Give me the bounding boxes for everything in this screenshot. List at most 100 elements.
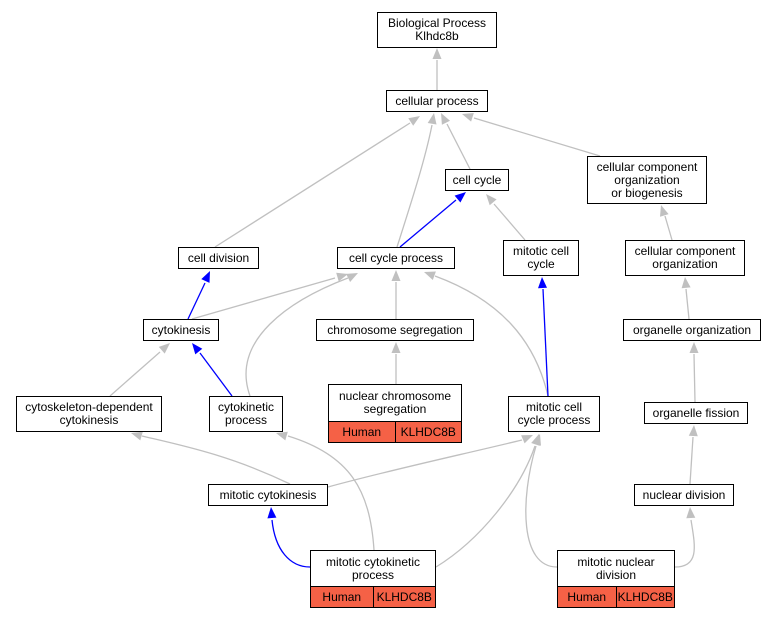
node-nuclear-division[interactable]: nuclear division — [634, 484, 734, 506]
edge-line — [664, 215, 673, 241]
edge-mnd-to-mccp — [525, 434, 558, 568]
node-label: cytokinetic process — [217, 400, 275, 427]
arrowhead — [158, 343, 170, 354]
node-label: nuclear division — [642, 487, 726, 502]
edge-mitotic-cell-cycle-to-cell-cycle — [486, 194, 526, 241]
edge-line — [434, 275, 549, 397]
node-label: cellular process — [395, 93, 479, 108]
arrowhead — [538, 277, 547, 289]
gene-cell: KLHDC8B — [394, 422, 461, 442]
edge-cytokinetic-process-to-cytokinesis — [192, 343, 233, 397]
edge-line — [396, 124, 433, 248]
arrowhead — [681, 277, 691, 289]
node-label: mitotic cell cycle process — [517, 400, 591, 427]
gene-cell: KLHDC8B — [372, 587, 435, 607]
arrowhead — [391, 270, 401, 281]
node-cell-cycle-process[interactable]: cell cycle process — [337, 247, 455, 269]
arrowhead — [336, 272, 348, 282]
edge-line — [214, 122, 411, 248]
arrowhead — [689, 342, 699, 353]
edge-cell-cycle-to-cellular-process — [441, 113, 471, 170]
edge-line — [542, 288, 549, 397]
species-cell: Human — [558, 587, 616, 607]
node-label: cellular component organization or bioge… — [596, 159, 698, 200]
edge-line — [399, 199, 457, 248]
arrowhead — [391, 342, 401, 353]
arrowhead — [427, 113, 437, 125]
node-cellular-process[interactable]: cellular process — [386, 90, 488, 112]
edge-cell-division-to-cellular-process — [214, 116, 420, 248]
arrowhead — [462, 113, 474, 122]
edge-line — [674, 519, 695, 568]
annotation-row: Human KLHDC8B — [311, 586, 435, 607]
node-nuclear-chromosome-segregation[interactable]: nuclear chromosome segregation Human KLH… — [328, 384, 462, 443]
edge-mnd-to-nuclear-division — [674, 507, 696, 568]
node-organelle-organization[interactable]: organelle organization — [623, 319, 761, 341]
arrowhead — [424, 271, 436, 280]
arrowhead — [276, 431, 288, 441]
node-cellular-component-organization[interactable]: cellular component organization — [625, 240, 745, 276]
node-cell-division[interactable]: cell division — [178, 247, 259, 269]
edge-line — [187, 282, 206, 320]
edge-cytokinesis-to-cell-division — [187, 271, 210, 320]
arrowhead — [131, 431, 143, 441]
node-cellular-component-organization-or-biogenesis[interactable]: cellular component organization or bioge… — [587, 156, 707, 204]
arrowhead — [660, 205, 669, 217]
node-label: cellular component organization — [634, 244, 736, 271]
edge-cdc-to-cytokinesis — [109, 343, 170, 397]
arrowhead — [346, 273, 358, 282]
node-label: cell division — [187, 250, 250, 265]
edge-line — [245, 277, 349, 397]
edge-line — [191, 277, 336, 320]
node-cell-cycle[interactable]: cell cycle — [445, 169, 509, 191]
node-label: cytokinesis — [151, 322, 211, 337]
arrowhead — [441, 113, 450, 125]
edge-line — [473, 117, 601, 157]
edge-cell-cycle-process-to-cellular-process — [396, 113, 437, 248]
node-label: organelle fission — [652, 405, 740, 420]
node-cytokinesis[interactable]: cytokinesis — [143, 319, 219, 341]
edge-line — [109, 351, 161, 397]
edge-cellular-process-to-root — [432, 48, 442, 90]
edge-line — [685, 288, 690, 320]
node-mitotic-cytokinetic-process[interactable]: mitotic cytokinetic process Human KLHDC8… — [310, 550, 436, 608]
edge-mitotic-cytokinesis-to-cdc — [131, 431, 291, 485]
arrowhead — [486, 194, 497, 206]
edge-nuclear-division-to-organelle-fission — [688, 425, 698, 485]
edge-cytokinesis-to-cell-cycle-process — [191, 272, 348, 320]
node-cytoskeleton-dependent-cytokinesis[interactable]: cytoskeleton-dependent cytokinesis — [16, 396, 162, 432]
edge-ccob-to-cellular-process — [462, 113, 601, 157]
node-biological-process[interactable]: Biological Process Klhdc8b — [377, 12, 497, 48]
node-label: mitotic cytokinetic process — [325, 554, 421, 582]
gene-cell: KLHDC8B — [615, 587, 674, 607]
species-cell: Human — [311, 587, 373, 607]
edge-line — [446, 123, 471, 170]
node-mitotic-nuclear-division[interactable]: mitotic nuclear division Human KLHDC8B — [557, 550, 675, 608]
edge-line — [327, 439, 523, 488]
node-mitotic-cytokinesis[interactable]: mitotic cytokinesis — [208, 484, 328, 506]
node-label: cell cycle — [452, 172, 502, 187]
arrowhead — [532, 434, 541, 446]
arrowhead — [192, 343, 203, 355]
edge-line — [287, 435, 375, 551]
edge-line — [493, 203, 526, 241]
edge-line — [271, 519, 311, 568]
edge-organelle-fission-to-organelle-organization — [689, 342, 699, 403]
node-label: mitotic cell cycle — [512, 244, 569, 271]
node-organelle-fission[interactable]: organelle fission — [644, 402, 748, 424]
node-label: cell cycle process — [348, 250, 444, 265]
species-cell: Human — [329, 422, 395, 442]
edge-mcp-to-mitotic-cytokinesis — [267, 507, 311, 568]
arrowhead — [408, 116, 420, 126]
node-label: mitotic nuclear division — [577, 554, 655, 582]
arrowhead — [686, 507, 696, 519]
node-chromosome-segregation[interactable]: chromosome segregation — [316, 319, 474, 341]
annotation-row: Human KLHDC8B — [558, 586, 674, 607]
node-cytokinetic-process[interactable]: cytokinetic process — [209, 396, 283, 432]
node-label: nuclear chromosome segregation — [338, 389, 452, 416]
node-mitotic-cell-cycle-process[interactable]: mitotic cell cycle process — [508, 396, 600, 432]
edge-cell-cycle-process-to-cell-cycle — [399, 192, 466, 248]
node-mitotic-cell-cycle[interactable]: mitotic cell cycle — [503, 240, 579, 276]
edge-line — [199, 352, 233, 397]
